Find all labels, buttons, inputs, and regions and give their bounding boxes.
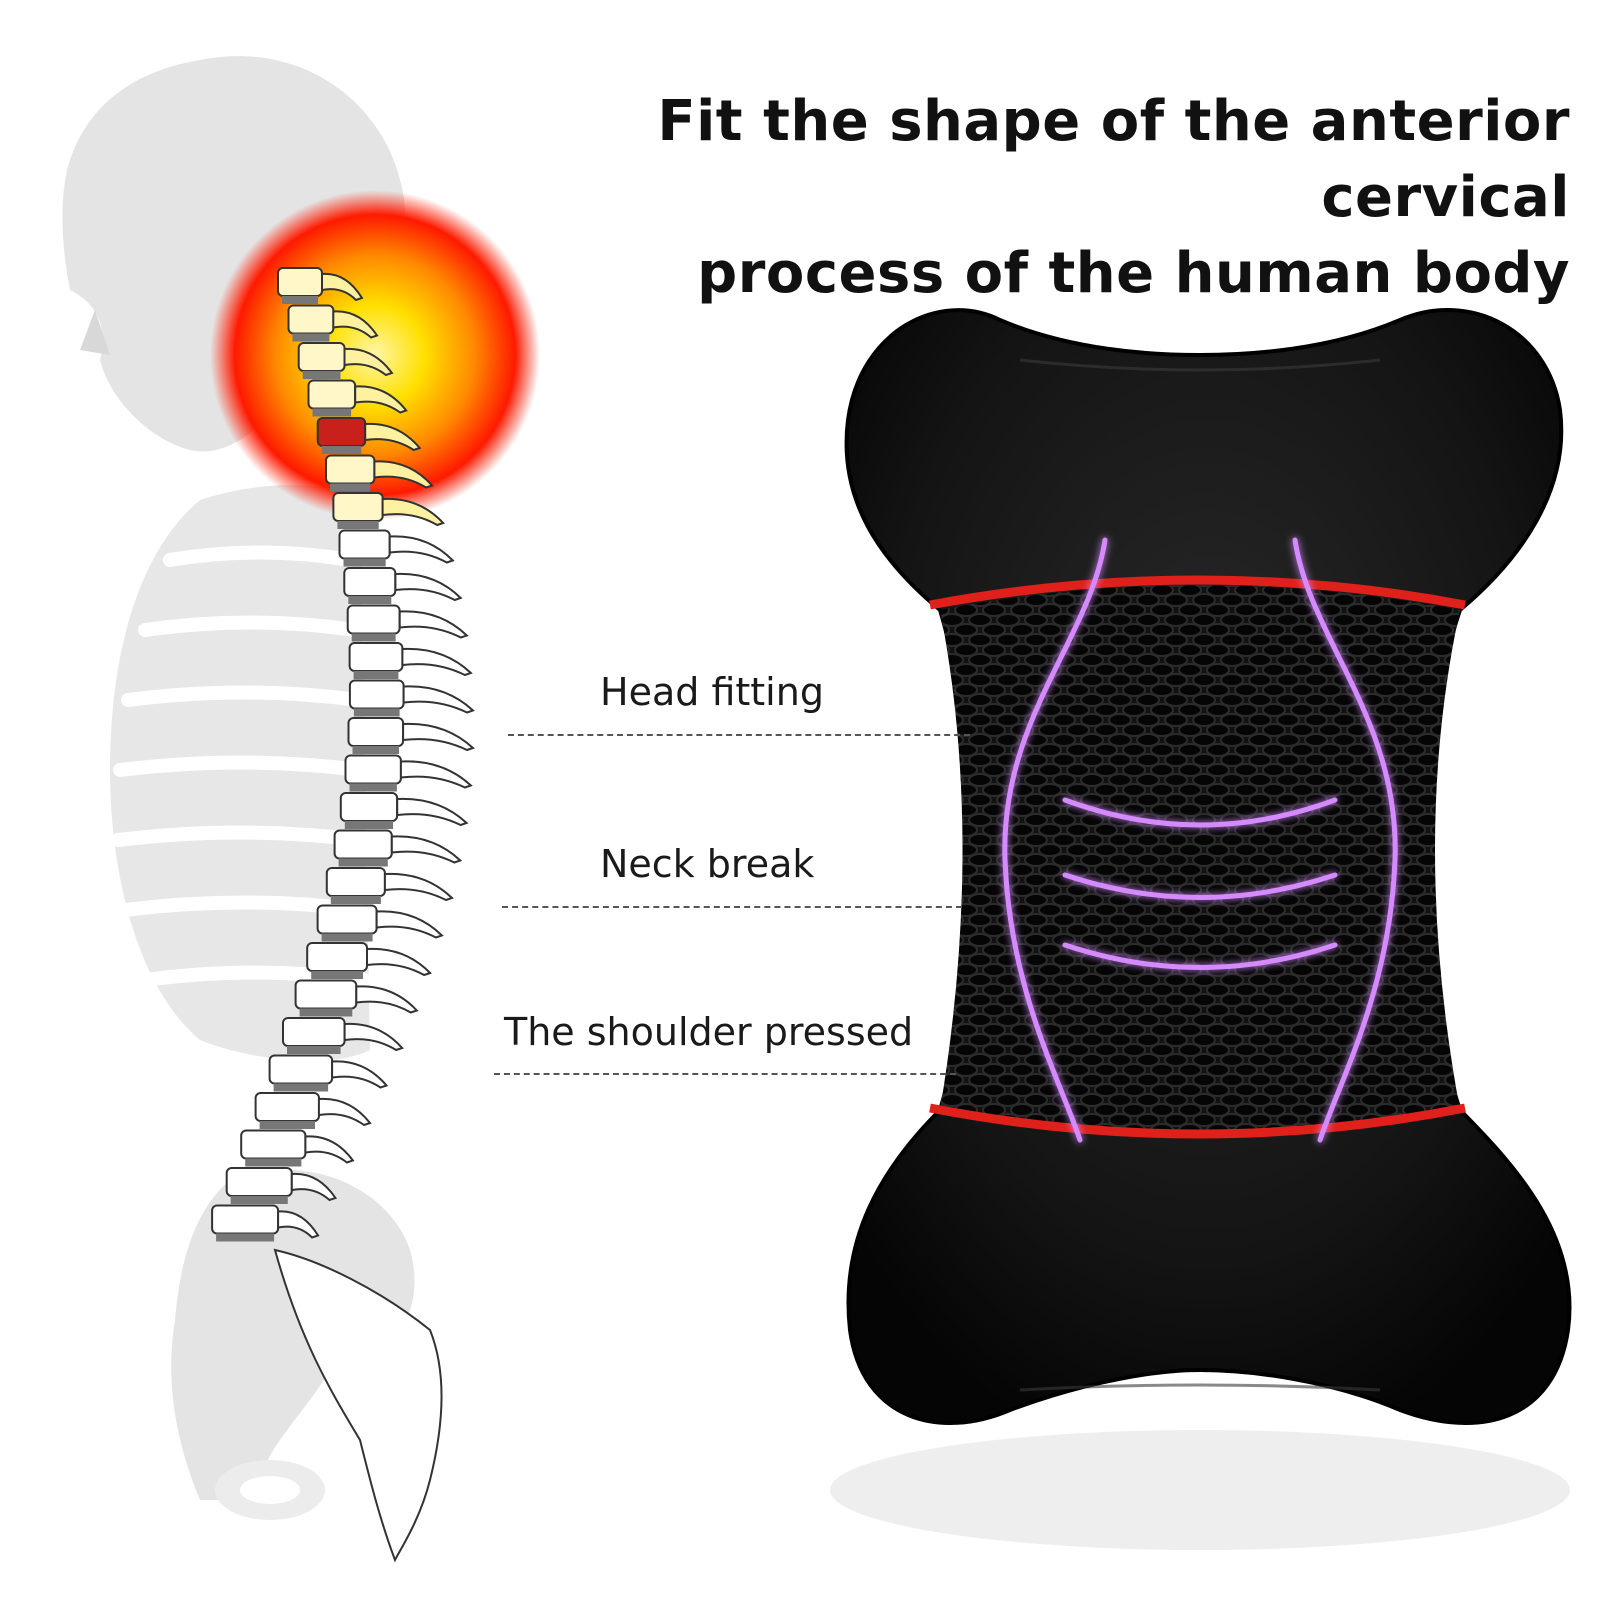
spinal-disc: [353, 708, 400, 717]
spinous-process: [332, 310, 379, 339]
spinous-process: [401, 647, 473, 677]
spinal-disc: [351, 633, 396, 642]
vertebra: [338, 529, 391, 560]
callout-neck-break: Neck break: [600, 842, 815, 886]
spinous-process: [388, 535, 455, 564]
spinal-disc: [245, 1158, 302, 1167]
spinous-process: [398, 610, 469, 639]
vertebra: [325, 454, 376, 485]
vertebra: [348, 679, 405, 710]
spinal-disc: [344, 821, 394, 829]
vertebra: [347, 717, 405, 747]
vertebra: [333, 829, 393, 860]
leader-line-shoulder-pressed: [494, 1073, 956, 1075]
vertebra: [211, 1204, 280, 1235]
spinal-disc: [321, 446, 362, 454]
vertebra: [343, 567, 397, 597]
spinous-process: [277, 1210, 320, 1239]
vertebra: [307, 379, 357, 410]
spinous-process: [290, 1172, 338, 1202]
spinal-disc: [259, 1121, 315, 1129]
spinous-process: [381, 497, 445, 527]
spinal-disc: [352, 746, 400, 754]
spinal-disc: [299, 1008, 353, 1017]
contour-curves: [1002, 537, 1398, 1143]
spinous-process: [364, 422, 422, 452]
spinous-process: [321, 272, 364, 302]
spinal-disc: [337, 521, 379, 529]
vertebra: [225, 1167, 293, 1197]
vertebra: [277, 267, 323, 297]
spinous-process: [366, 947, 432, 977]
vertebra: [306, 942, 369, 972]
vertebra: [332, 492, 384, 522]
callout-head-fitting: Head fitting: [600, 670, 824, 714]
vertebra: [348, 642, 404, 672]
vertebra: [287, 304, 335, 335]
spinous-process: [394, 572, 463, 602]
spinal-disc: [343, 558, 386, 567]
spinous-process: [402, 685, 475, 714]
headline: Fit the shape of the anterior cervical p…: [470, 84, 1570, 312]
vertebra: [346, 604, 401, 635]
spinal-disc: [287, 1046, 341, 1054]
vertebra: [240, 1129, 307, 1160]
vertebra: [344, 754, 402, 785]
spinous-process: [317, 1097, 372, 1127]
spinous-process: [383, 872, 454, 902]
spinal-disc: [312, 408, 352, 417]
vertebra: [316, 904, 378, 935]
bone-pillow: [844, 308, 1572, 1425]
spinal-disc: [330, 896, 381, 904]
spinous-process: [354, 385, 408, 414]
spinal-disc: [353, 671, 399, 679]
spinal-disc: [302, 371, 341, 379]
spinous-process: [402, 722, 475, 752]
spinal-disc: [230, 1196, 288, 1204]
vertebra: [254, 1092, 321, 1122]
spinous-process: [331, 1060, 389, 1089]
spinal-disc: [338, 858, 388, 867]
spinous-process: [343, 1022, 404, 1052]
trim-top: [929, 575, 1466, 610]
spinous-process: [390, 835, 463, 864]
vertebra-highlighted: [316, 417, 367, 447]
trim-bottom: [929, 1103, 1466, 1139]
headline-line-1: Fit the shape of the anterior cervical: [657, 89, 1570, 230]
spinous-process: [399, 760, 473, 789]
spinal-disc: [330, 483, 371, 492]
vertebra: [297, 342, 346, 372]
vertebra: [282, 1017, 346, 1047]
leader-line-neck-break: [502, 906, 962, 908]
spinal-disc: [311, 971, 363, 979]
pillow-shadow: [830, 1430, 1570, 1550]
vertebra: [325, 867, 386, 897]
vertebra: [294, 979, 358, 1010]
spinal-disc: [216, 1233, 275, 1242]
spinous-process: [373, 460, 434, 489]
spinal-disc: [321, 933, 373, 942]
spinal-disc: [273, 1083, 329, 1092]
spinal-disc: [348, 596, 392, 604]
leader-line-head-fitting: [508, 734, 970, 736]
spinal-disc: [349, 783, 397, 792]
spinous-process: [304, 1135, 355, 1164]
spinous-process: [396, 797, 469, 827]
rib-lines: [111, 545, 371, 987]
sacrum: [273, 1248, 443, 1563]
callout-shoulder-pressed: The shoulder pressed: [504, 1010, 914, 1054]
spinal-disc: [282, 296, 318, 304]
vertebra: [339, 792, 399, 822]
spinous-process: [343, 347, 394, 377]
headline-line-2: process of the human body: [697, 241, 1570, 306]
spinal-disc: [292, 333, 330, 342]
spinous-process: [355, 985, 419, 1014]
vertebra: [268, 1054, 334, 1085]
spinous-process: [375, 910, 444, 939]
spine-illustration: [211, 267, 475, 1563]
